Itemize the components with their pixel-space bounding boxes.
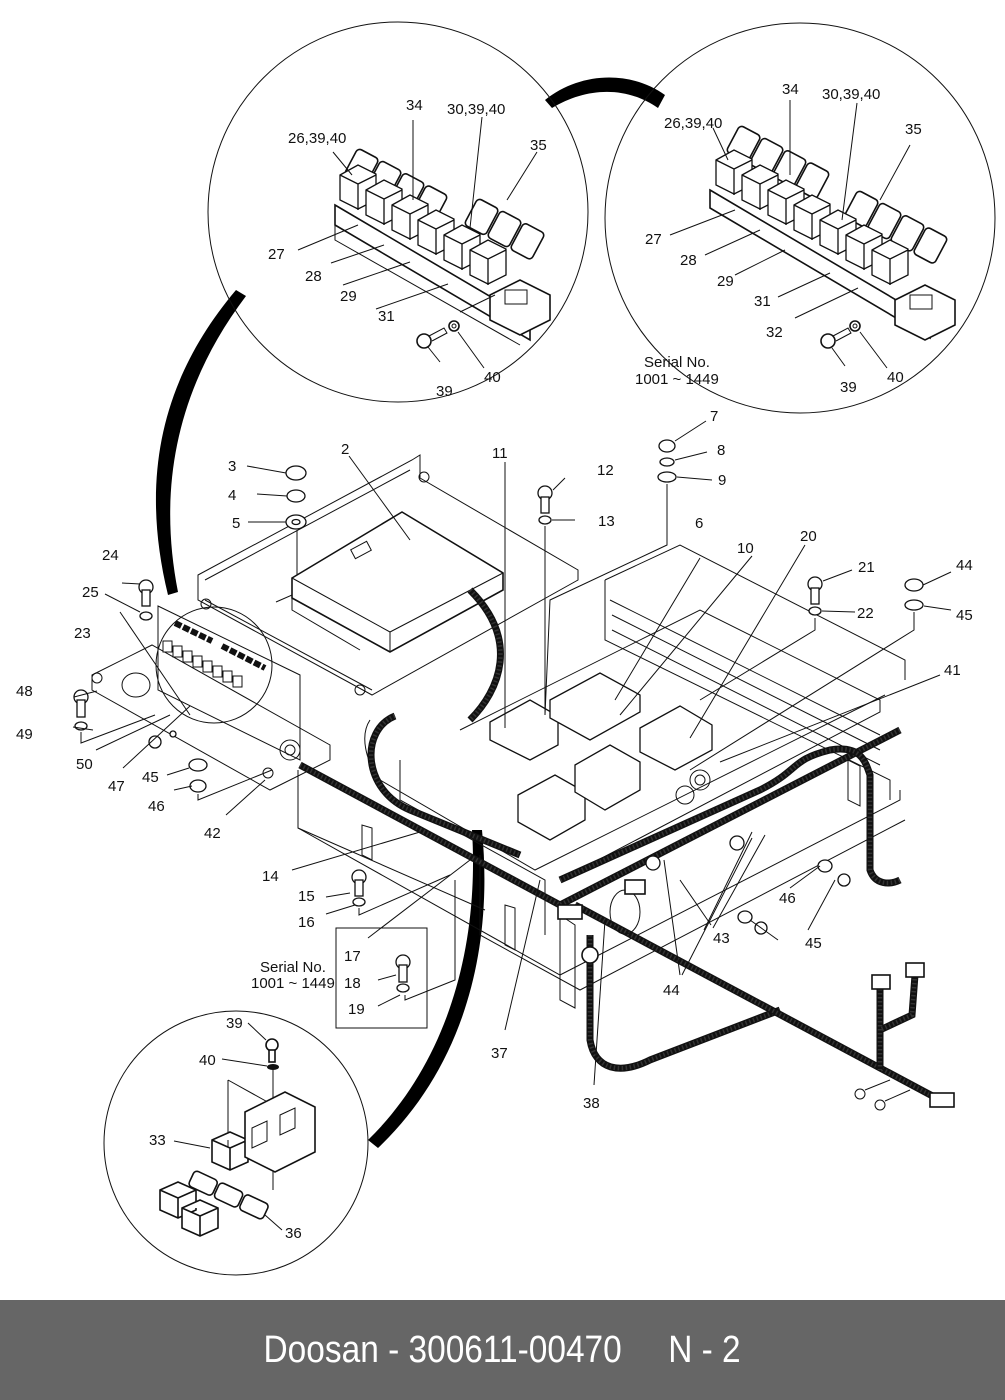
detail-link-arc-top: [545, 77, 665, 108]
callout-8: 8: [717, 442, 725, 459]
callout-6: 6: [695, 515, 703, 532]
serial-label: Serial No.: [644, 354, 710, 371]
callout-39: 39: [226, 1015, 243, 1032]
callout-29: 29: [717, 273, 734, 290]
callout-40: 40: [199, 1052, 216, 1069]
callout-47: 47: [108, 778, 125, 795]
controller-bracket: [197, 454, 579, 696]
callout-42: 42: [204, 825, 221, 842]
leader-lines: [72, 420, 952, 1086]
callout-37: 37: [491, 1045, 508, 1062]
callout-17: 17: [344, 948, 361, 965]
callout-30-39-40: 30,39,40: [447, 101, 505, 118]
detail-link-arc-bottom: [368, 830, 485, 1148]
callout-35: 35: [905, 121, 922, 138]
callout-39: 39: [436, 383, 453, 400]
hardware: [73, 439, 924, 993]
serial-number-box: Serial No. 1001 ~ 1449: [251, 927, 428, 1029]
callout-40: 40: [484, 369, 501, 386]
left-relay-panel: [91, 605, 331, 791]
callout-46: 46: [779, 890, 796, 907]
callout-38: 38: [583, 1095, 600, 1112]
callout-25: 25: [82, 584, 99, 601]
callout-9: 9: [718, 472, 726, 489]
callout-44: 44: [956, 557, 973, 574]
callout-45: 45: [956, 607, 973, 624]
callout-12: 12: [597, 462, 614, 479]
callout-44: 44: [663, 982, 680, 999]
callout-34: 34: [406, 97, 423, 114]
callout-40: 40: [887, 369, 904, 386]
callout-29: 29: [340, 288, 357, 305]
callout-39: 39: [840, 379, 857, 396]
detail-circle-top-right: 26,39,40 34 30,39,40 35 27 28 29 31 32 3…: [604, 22, 996, 414]
callout-31: 31: [378, 308, 395, 325]
callout-45: 45: [805, 935, 822, 952]
callout-43: 43: [713, 930, 730, 947]
callout-23: 23: [74, 625, 91, 642]
callout-46: 46: [148, 798, 165, 815]
callout-30-39-40: 30,39,40: [822, 86, 880, 103]
callout-16: 16: [298, 914, 315, 931]
wiring-harness: [298, 587, 955, 1111]
detail-circle-bottom: 39 40 33 36: [103, 1010, 369, 1276]
callout-41: 41: [944, 662, 961, 679]
callout-11: 11: [492, 445, 508, 462]
callout-20: 20: [800, 528, 817, 545]
callout-26-39-40: 26,39,40: [664, 115, 722, 132]
callout-50: 50: [76, 756, 93, 773]
callout-15: 15: [298, 888, 315, 905]
callout-19: 19: [348, 1001, 365, 1018]
callout-24: 24: [102, 547, 119, 564]
callout-28: 28: [305, 268, 322, 285]
serial-label: Serial No.: [260, 959, 326, 976]
callout-labels: 2 3 4 5 6 7 8 9 10 11 12 13 14 15 16 17 …: [16, 408, 973, 1112]
callout-49: 49: [16, 726, 33, 743]
callout-27: 27: [645, 231, 662, 248]
serial-range: 1001 ~ 1449: [251, 975, 335, 992]
callout-3: 3: [228, 458, 236, 475]
callout-7: 7: [710, 408, 718, 425]
callout-10: 10: [737, 540, 754, 557]
callout-22: 22: [857, 605, 874, 622]
callout-2: 2: [341, 441, 349, 458]
callout-18: 18: [344, 975, 361, 992]
callout-27: 27: [268, 246, 285, 263]
callout-5: 5: [232, 515, 240, 532]
callout-36: 36: [285, 1225, 302, 1242]
callout-32: 32: [766, 324, 783, 341]
serial-range: 1001 ~ 1449: [635, 371, 719, 388]
callout-21: 21: [858, 559, 875, 576]
callout-34: 34: [782, 81, 799, 98]
callout-4: 4: [228, 487, 236, 504]
footer-bar: Doosan - 300611-00470 N - 2: [0, 1300, 1005, 1400]
callout-33: 33: [149, 1132, 166, 1149]
callout-26-39-40: 26,39,40: [288, 130, 346, 147]
callout-48: 48: [16, 683, 33, 700]
callout-35: 35: [530, 137, 547, 154]
footer-caption: Doosan - 300611-00470 N - 2: [263, 1328, 742, 1371]
detail-link-arc-left: [155, 290, 246, 595]
callout-45: 45: [142, 769, 159, 786]
callout-31: 31: [754, 293, 771, 310]
callout-14: 14: [262, 868, 279, 885]
callout-13: 13: [598, 513, 615, 530]
relay-modules: [489, 672, 713, 841]
callout-28: 28: [680, 252, 697, 269]
detail-circle-top-left: 26,39,40 34 30,39,40 35 27 28 29 31 39 4…: [207, 21, 589, 403]
parts-diagram: 26,39,40 34 30,39,40 35 27 28 29 31 39 4…: [16, 21, 996, 1276]
